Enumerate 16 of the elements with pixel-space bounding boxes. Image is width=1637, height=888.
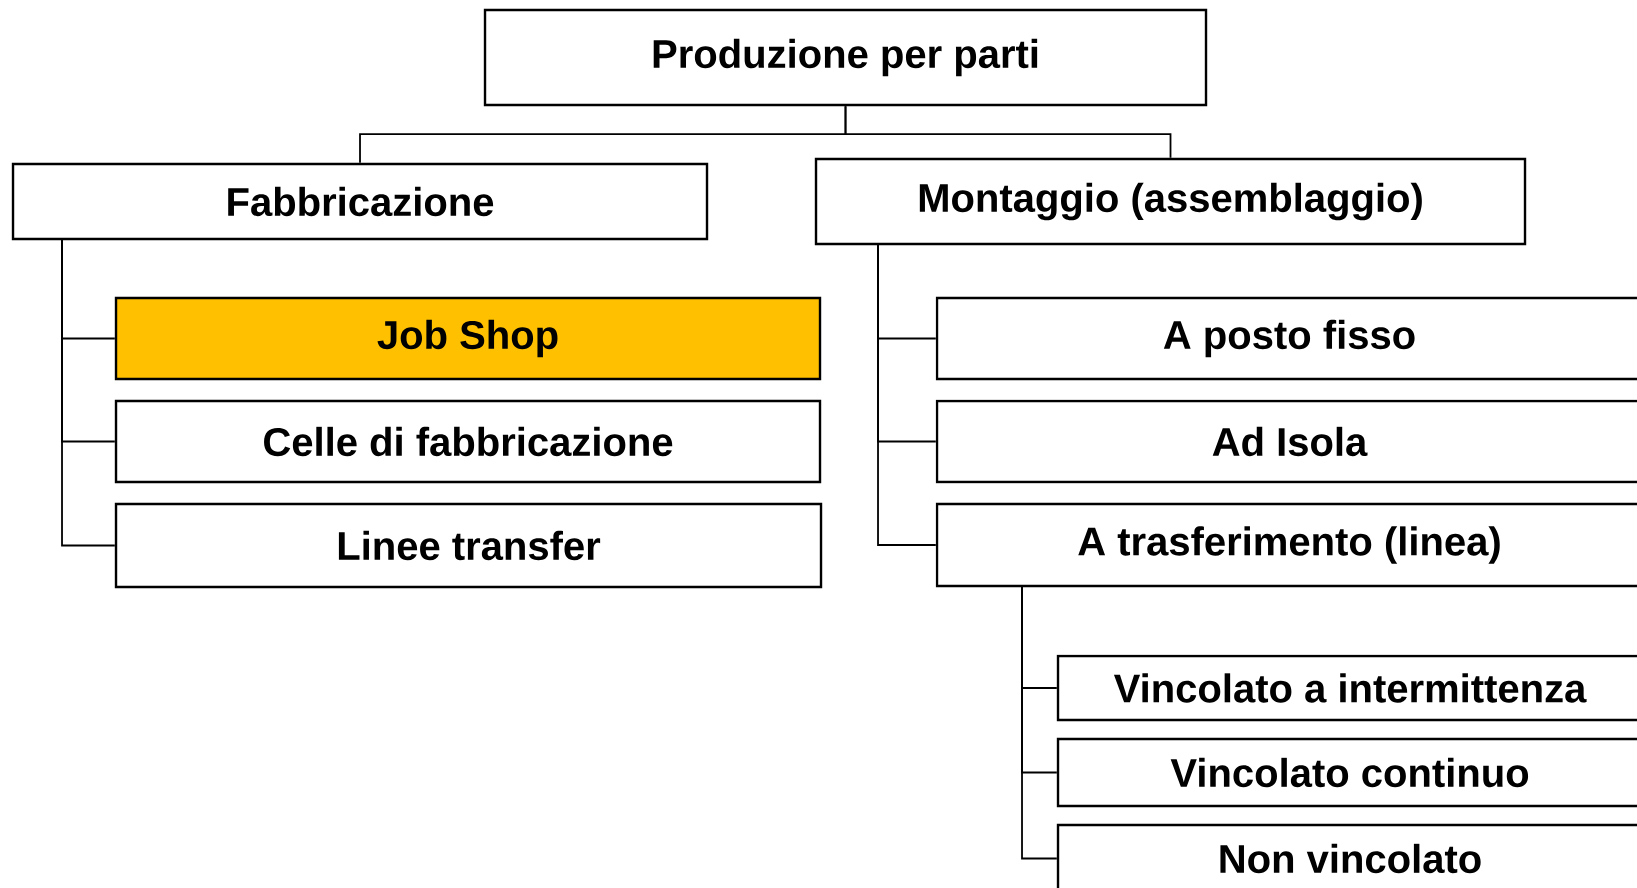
category-box: Produzione per parti	[483, 8, 1208, 107]
connector-line	[877, 243, 937, 546]
category-box: A trasferimento (linea)	[935, 502, 1637, 588]
category-box: Fabbricazione	[11, 162, 709, 241]
category-box: Linee transfer	[114, 502, 823, 589]
category-box: Non vincolato	[1056, 823, 1637, 888]
category-box: Celle di fabbricazione	[114, 399, 822, 484]
category-box: A posto fisso	[935, 296, 1637, 381]
highlighted-box: Job Shop	[114, 296, 822, 381]
category-box: Vincolato continuo	[1056, 737, 1637, 808]
connector-line	[1021, 585, 1058, 860]
connector-line	[844, 105, 1172, 159]
category-box: Montaggio (assemblaggio)	[814, 157, 1527, 246]
connector-line	[61, 238, 116, 547]
category-box: Vincolato a intermittenza	[1056, 654, 1637, 722]
category-box: Ad Isola	[935, 399, 1637, 484]
